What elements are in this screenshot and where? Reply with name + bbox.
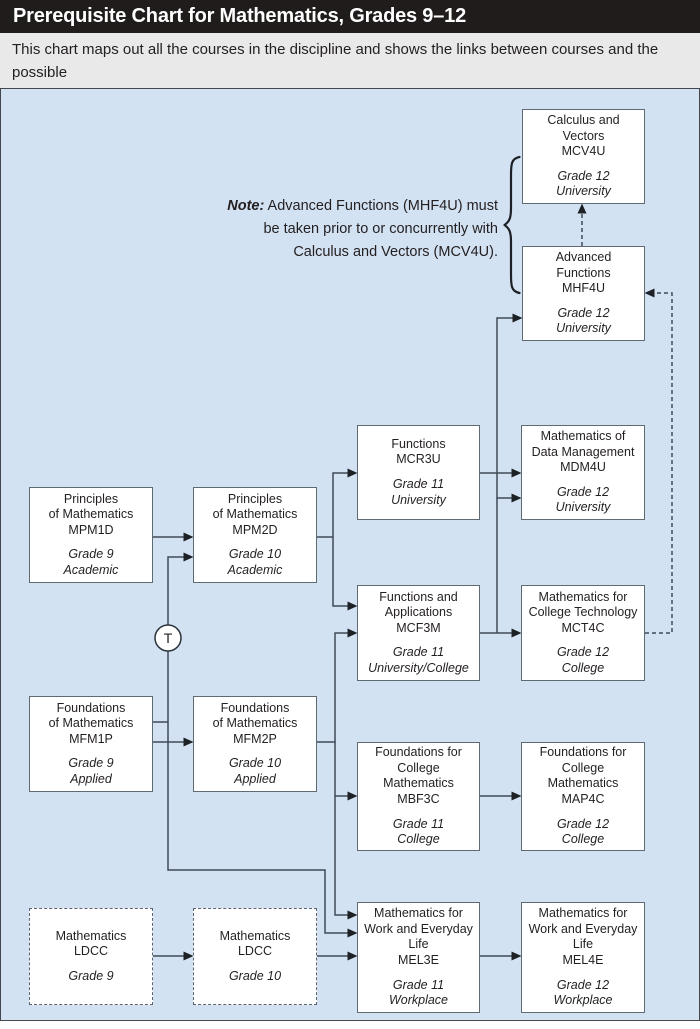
chart-description: This chart maps out all the courses in t… <box>0 33 700 104</box>
course-box-mcf3m: Functions and Applications MCF3M Grade 1… <box>357 585 480 681</box>
course-box-mel3e: Mathematics for Work and Everyday Life M… <box>357 902 480 1013</box>
course-box-mel4e: Mathematics for Work and Everyday Life M… <box>521 902 645 1013</box>
course-box-mhf4u: Advanced Functions MHF4U Grade 12 Univer… <box>522 246 645 341</box>
course-box-mfm1p: Foundations of Mathematics MFM1P Grade 9… <box>29 696 153 792</box>
course-box-mbf3c: Foundations for College Mathematics MBF3… <box>357 742 480 851</box>
course-box-mdm4u: Mathematics of Data Management MDM4U Gra… <box>521 425 645 520</box>
course-box-ldcc-grade9: Mathematics LDCC Grade 9 <box>29 908 153 1005</box>
course-box-mpm1d: Principles of Mathematics MPM1D Grade 9 … <box>29 487 153 583</box>
course-box-mfm2p: Foundations of Mathematics MFM2P Grade 1… <box>193 696 317 792</box>
course-box-ldcc-grade10: Mathematics LDCC Grade 10 <box>193 908 317 1005</box>
course-box-map4c: Foundations for College Mathematics MAP4… <box>521 742 645 851</box>
course-box-mcv4u: Calculus and Vectors MCV4U Grade 12 Univ… <box>522 109 645 204</box>
note-text: Note: Advanced Functions (MHF4U) must be… <box>227 198 498 260</box>
course-box-mpm2d: Principles of Mathematics MPM2D Grade 10… <box>193 487 317 583</box>
course-box-mct4c: Mathematics for College Technology MCT4C… <box>521 585 645 681</box>
course-box-mcr3u: Functions MCR3U Grade 11 University <box>357 425 480 520</box>
page-title: Prerequisite Chart for Mathematics, Grad… <box>0 0 700 33</box>
note-label: Note: <box>227 198 265 214</box>
